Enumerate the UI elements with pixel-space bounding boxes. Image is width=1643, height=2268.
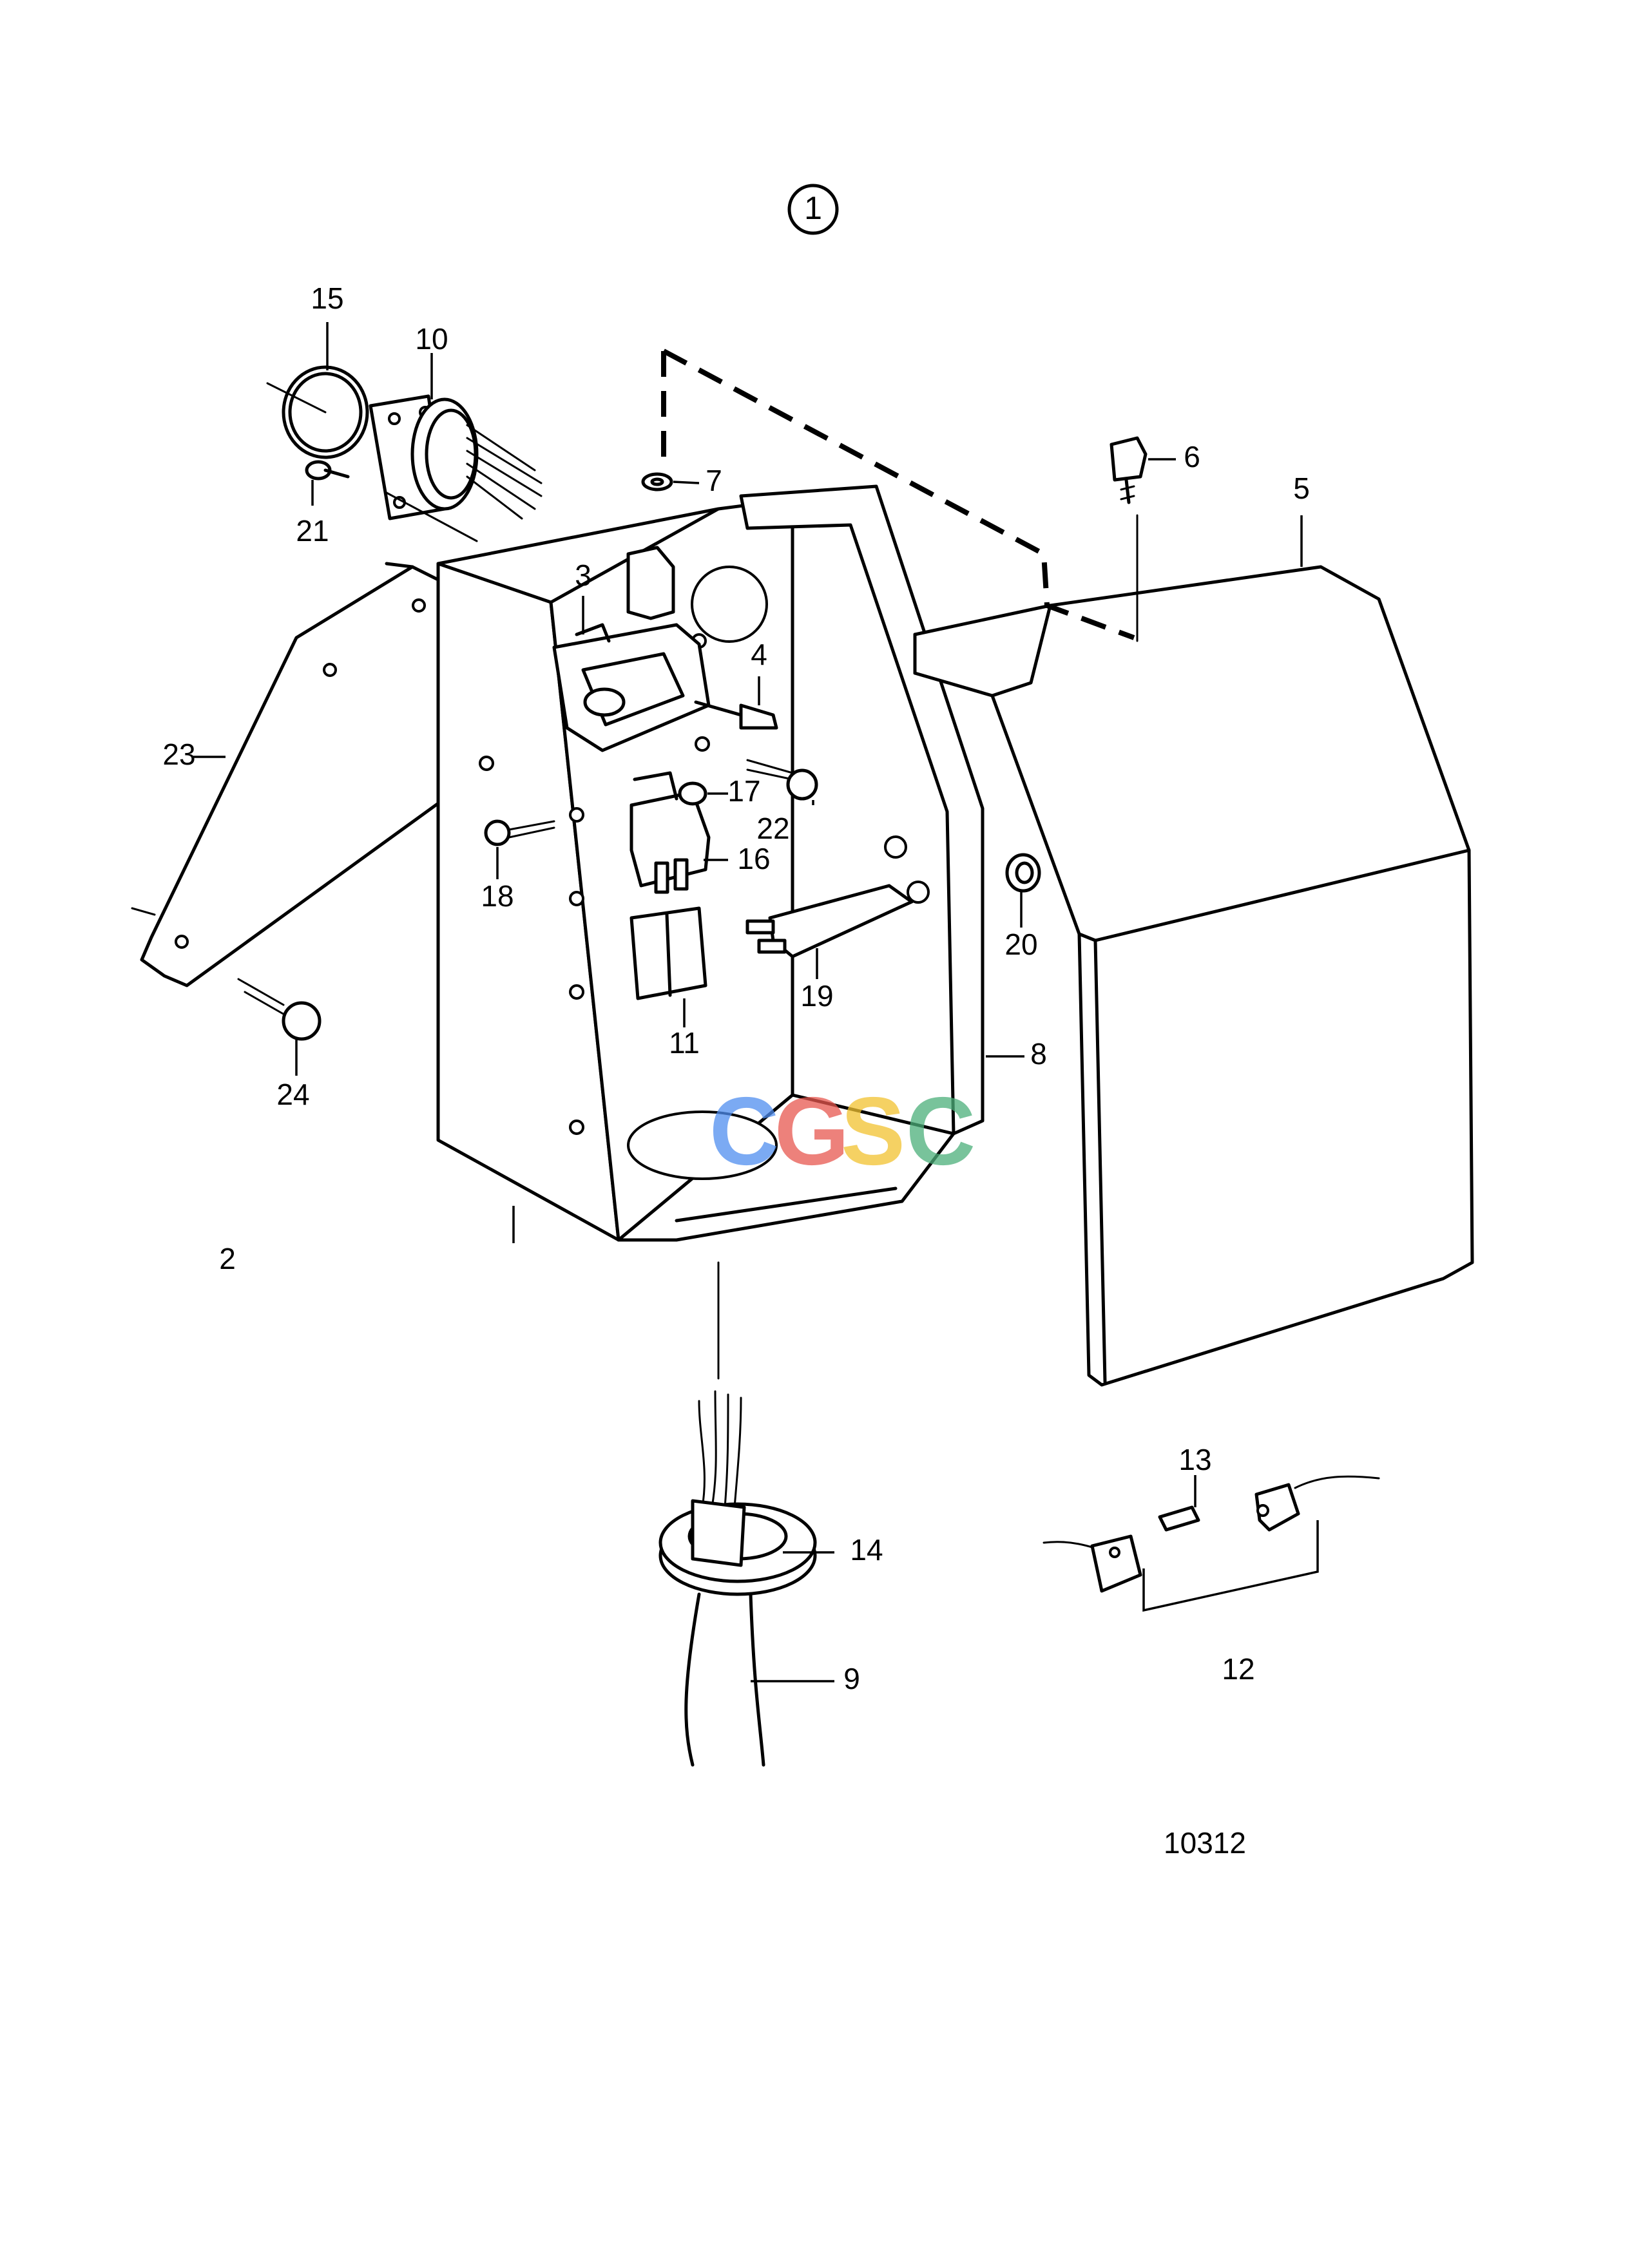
callout-18: 18 — [481, 879, 514, 913]
callout-23: 23 — [162, 738, 195, 771]
callout-3: 3 — [575, 558, 591, 592]
watermark-letter-4: C — [906, 1077, 975, 1185]
callout-19: 19 — [800, 979, 833, 1013]
watermark-letter-3: S — [841, 1077, 905, 1185]
connector-10 — [266, 365, 543, 542]
callout-10: 10 — [415, 322, 448, 356]
electrical-box-2 — [436, 484, 985, 1380]
callout-2: 2 — [219, 1242, 236, 1275]
figure-reference-number: 10312 — [1164, 1826, 1246, 1860]
screw-21 — [305, 460, 350, 481]
callout-4: 4 — [751, 638, 767, 671]
callout-6: 6 — [1184, 440, 1200, 473]
cable-9-grommet-14 — [658, 1390, 817, 1767]
callout-15: 15 — [311, 281, 343, 315]
leader-lines — [193, 322, 1303, 1682]
callout-5: 5 — [1293, 472, 1310, 505]
fuse-holder-12 — [1042, 1475, 1380, 1612]
callouts: 2 3 4 5 6 7 8 9 10 11 12 13 14 15 16 17 … — [162, 281, 1309, 1695]
callout-14: 14 — [850, 1533, 883, 1567]
callout-8: 8 — [1030, 1037, 1047, 1071]
callout-9: 9 — [843, 1662, 860, 1695]
screw-6 — [1110, 436, 1148, 504]
nut-17 — [678, 781, 707, 806]
callout-7: 7 — [706, 464, 722, 497]
callout-20: 20 — [1004, 928, 1037, 961]
grommet-20 — [1005, 853, 1041, 893]
screw-22 — [746, 759, 818, 801]
cover-5 — [661, 348, 1474, 1387]
bracket-23 — [131, 562, 447, 987]
callout-12: 12 — [1222, 1652, 1254, 1686]
screw-24 — [237, 978, 322, 1041]
callout-17: 17 — [727, 774, 760, 808]
cgsc-watermark: C G S C — [709, 1077, 975, 1185]
callout-13: 13 — [1178, 1443, 1211, 1476]
callout-21: 21 — [296, 514, 329, 548]
callout-22: 22 — [756, 812, 789, 845]
figure-number: 1 — [804, 190, 822, 226]
screw-4 — [694, 700, 778, 730]
screw-18 — [484, 819, 555, 846]
figure-number-badge: 1 — [787, 184, 839, 235]
watermark-letter-1: C — [709, 1077, 779, 1185]
callout-16: 16 — [737, 842, 770, 875]
washer-7 — [641, 472, 673, 491]
callout-24: 24 — [276, 1078, 309, 1111]
callout-11: 11 — [669, 1026, 700, 1060]
watermark-letter-2: G — [774, 1077, 850, 1185]
fuse-13 — [1158, 1505, 1200, 1532]
